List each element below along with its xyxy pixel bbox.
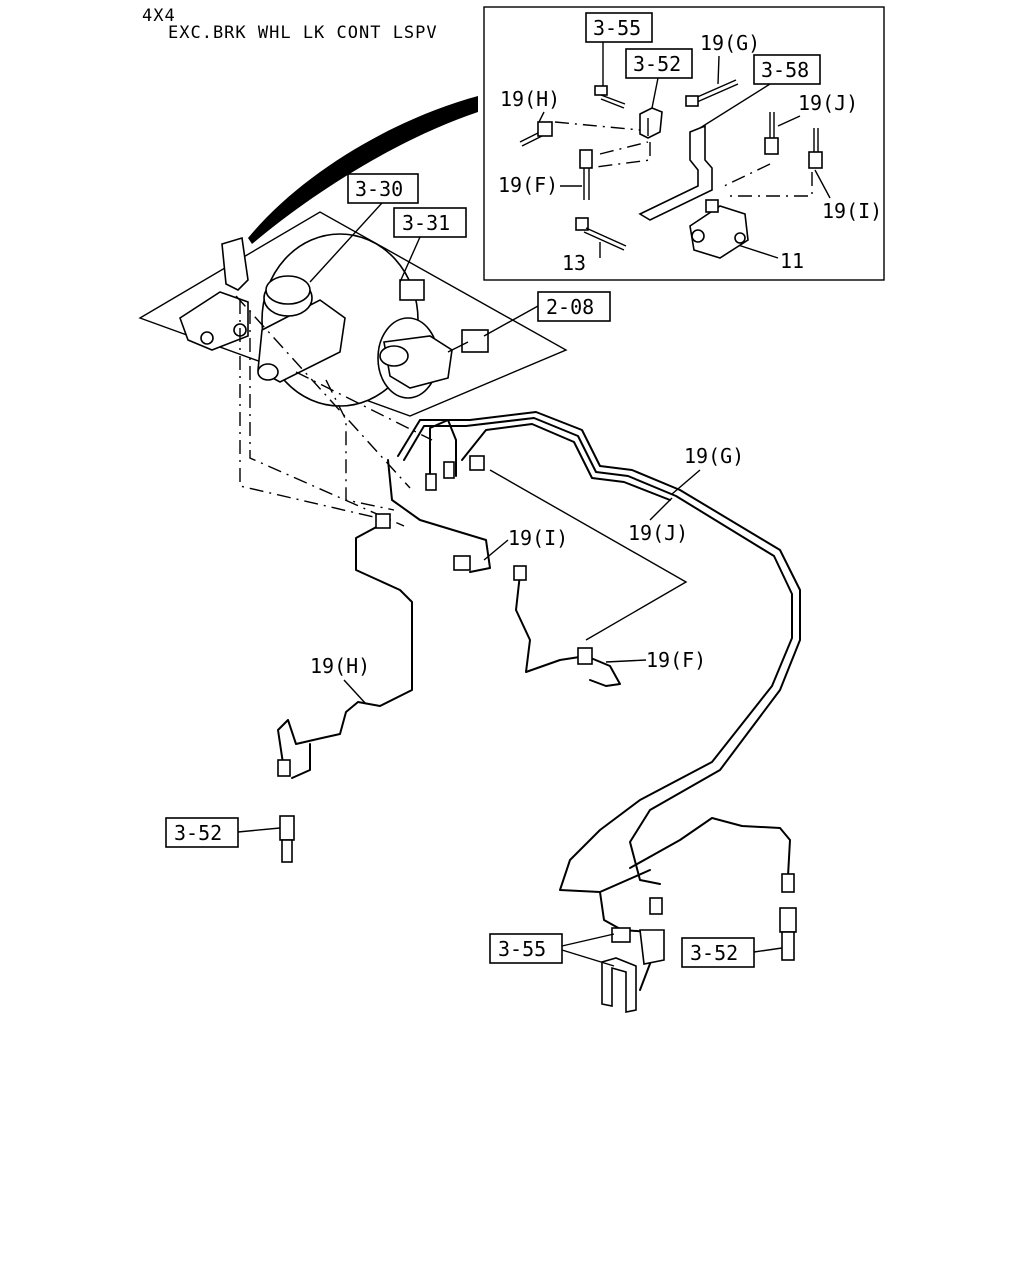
inset-leader-3-52	[651, 77, 659, 109]
ref-3-52-right: 3-52	[690, 941, 738, 965]
label-19i: 19(I)	[508, 526, 568, 550]
leader-19i	[483, 539, 509, 561]
brake-pipes	[277, 411, 801, 991]
inset-fitting-19f	[579, 149, 593, 200]
pipe-fittings	[277, 455, 795, 915]
inset-panel: 3-55 3-52 3-58 19(G) 19(H) 19(J) 19(F) 1…	[483, 6, 885, 281]
pipe-19f	[515, 573, 621, 687]
ref-box-2-08[interactable]	[537, 291, 611, 322]
reservoir-cap	[265, 275, 311, 305]
leader-3-52-left	[237, 827, 281, 833]
leader-3-55-a	[561, 933, 615, 947]
label-19j: 19(J)	[628, 521, 688, 545]
leader-2-08	[483, 305, 539, 337]
ref-2-08: 2-08	[546, 295, 594, 319]
ref-box-3-52-right[interactable]	[681, 937, 755, 968]
inset-label-13: 13	[562, 251, 586, 275]
inset-ref-3-55: 3-55	[593, 16, 641, 40]
inset-valve-11	[689, 199, 749, 259]
bottom-bracket-3-55	[601, 927, 665, 1013]
inset-ref-3-58: 3-58	[761, 58, 809, 82]
inset-frame	[483, 6, 885, 281]
fitting-19f-top	[513, 565, 527, 581]
inset-label-19h: 19(H)	[500, 87, 560, 111]
fitting-right	[781, 873, 795, 893]
inset-label-19g: 19(G)	[700, 31, 760, 55]
brake-hose-left	[279, 815, 295, 863]
leader-19j	[649, 497, 673, 521]
booster-bracket	[399, 279, 425, 301]
inset-leader-11	[734, 243, 779, 259]
fitting-h-top	[375, 513, 391, 529]
leader-3-30	[309, 202, 383, 283]
inset-ref-3-52: 3-52	[633, 52, 681, 76]
projection-lines	[235, 295, 433, 527]
pipe-19h	[277, 523, 413, 779]
inset-bolt-3-55	[594, 85, 626, 109]
pipe-upper-2	[403, 417, 793, 893]
inset-bracket-3-58	[638, 124, 713, 221]
ref-3-55-bottom: 3-55	[498, 937, 546, 961]
inset-ref-box-3-55[interactable]	[585, 12, 653, 43]
inset-bolt-13	[575, 217, 627, 251]
inset-ref-box-3-52[interactable]	[625, 48, 693, 79]
rod-clevis	[461, 329, 489, 353]
ref-3-30: 3-30	[355, 177, 403, 201]
leader-19g	[671, 469, 701, 495]
leader-3-31	[399, 236, 421, 283]
pipe-left-loop	[387, 419, 491, 573]
inset-label-19j: 19(J)	[798, 91, 858, 115]
fitting-19h-end	[277, 759, 291, 777]
inset-ref-box-3-58[interactable]	[753, 54, 821, 85]
inset-clip-3-52	[639, 107, 663, 139]
pipe-upper-3	[461, 423, 671, 501]
ref-box-3-30[interactable]	[347, 173, 419, 204]
fitting-19i	[453, 555, 471, 571]
ref-box-3-55-bottom[interactable]	[489, 933, 563, 964]
label-19f: 19(F)	[646, 648, 706, 672]
fitting-3	[469, 455, 485, 471]
inset-fitting-19g	[685, 79, 739, 107]
fitting-1	[425, 473, 437, 491]
leader-19h	[343, 679, 367, 705]
header-line-2: EXC.BRK WHL LK CONT LSPV	[168, 23, 438, 43]
leader-3-55-b	[561, 949, 615, 967]
inset-leader-3-58	[699, 83, 771, 129]
guide-19i	[489, 469, 688, 641]
fitting-center	[649, 897, 663, 915]
inset-leader-19i	[814, 169, 831, 199]
fitting-19f-end	[577, 647, 593, 665]
brake-hose-right	[779, 907, 797, 961]
label-19g: 19(G)	[684, 444, 744, 468]
ref-box-3-31[interactable]	[393, 207, 467, 238]
inset-fitting-19h	[519, 121, 553, 147]
pipe-upper-1	[397, 411, 801, 885]
left-valve	[179, 291, 249, 351]
leader-19f	[605, 659, 647, 663]
leader-3-52-right	[753, 947, 783, 953]
fitting-2	[443, 461, 455, 479]
inset-label-19i: 19(I)	[822, 199, 882, 223]
label-19h: 19(H)	[310, 654, 370, 678]
ref-3-31: 3-31	[402, 211, 450, 235]
inset-label-19f: 19(F)	[498, 173, 558, 197]
booster-assembly	[138, 211, 568, 527]
left-bracket	[221, 236, 249, 291]
inset-leader-19g	[717, 55, 720, 85]
inset-leader-19j	[777, 115, 801, 127]
inset-fitting-19j	[764, 112, 823, 169]
inset-label-11: 11	[780, 249, 804, 273]
ref-3-52-left: 3-52	[174, 821, 222, 845]
ref-box-3-52-left[interactable]	[165, 817, 239, 848]
pipe-right-lower	[629, 817, 791, 877]
inset-leader-swoosh	[248, 96, 478, 244]
header-line-1: 4X4	[142, 6, 176, 26]
